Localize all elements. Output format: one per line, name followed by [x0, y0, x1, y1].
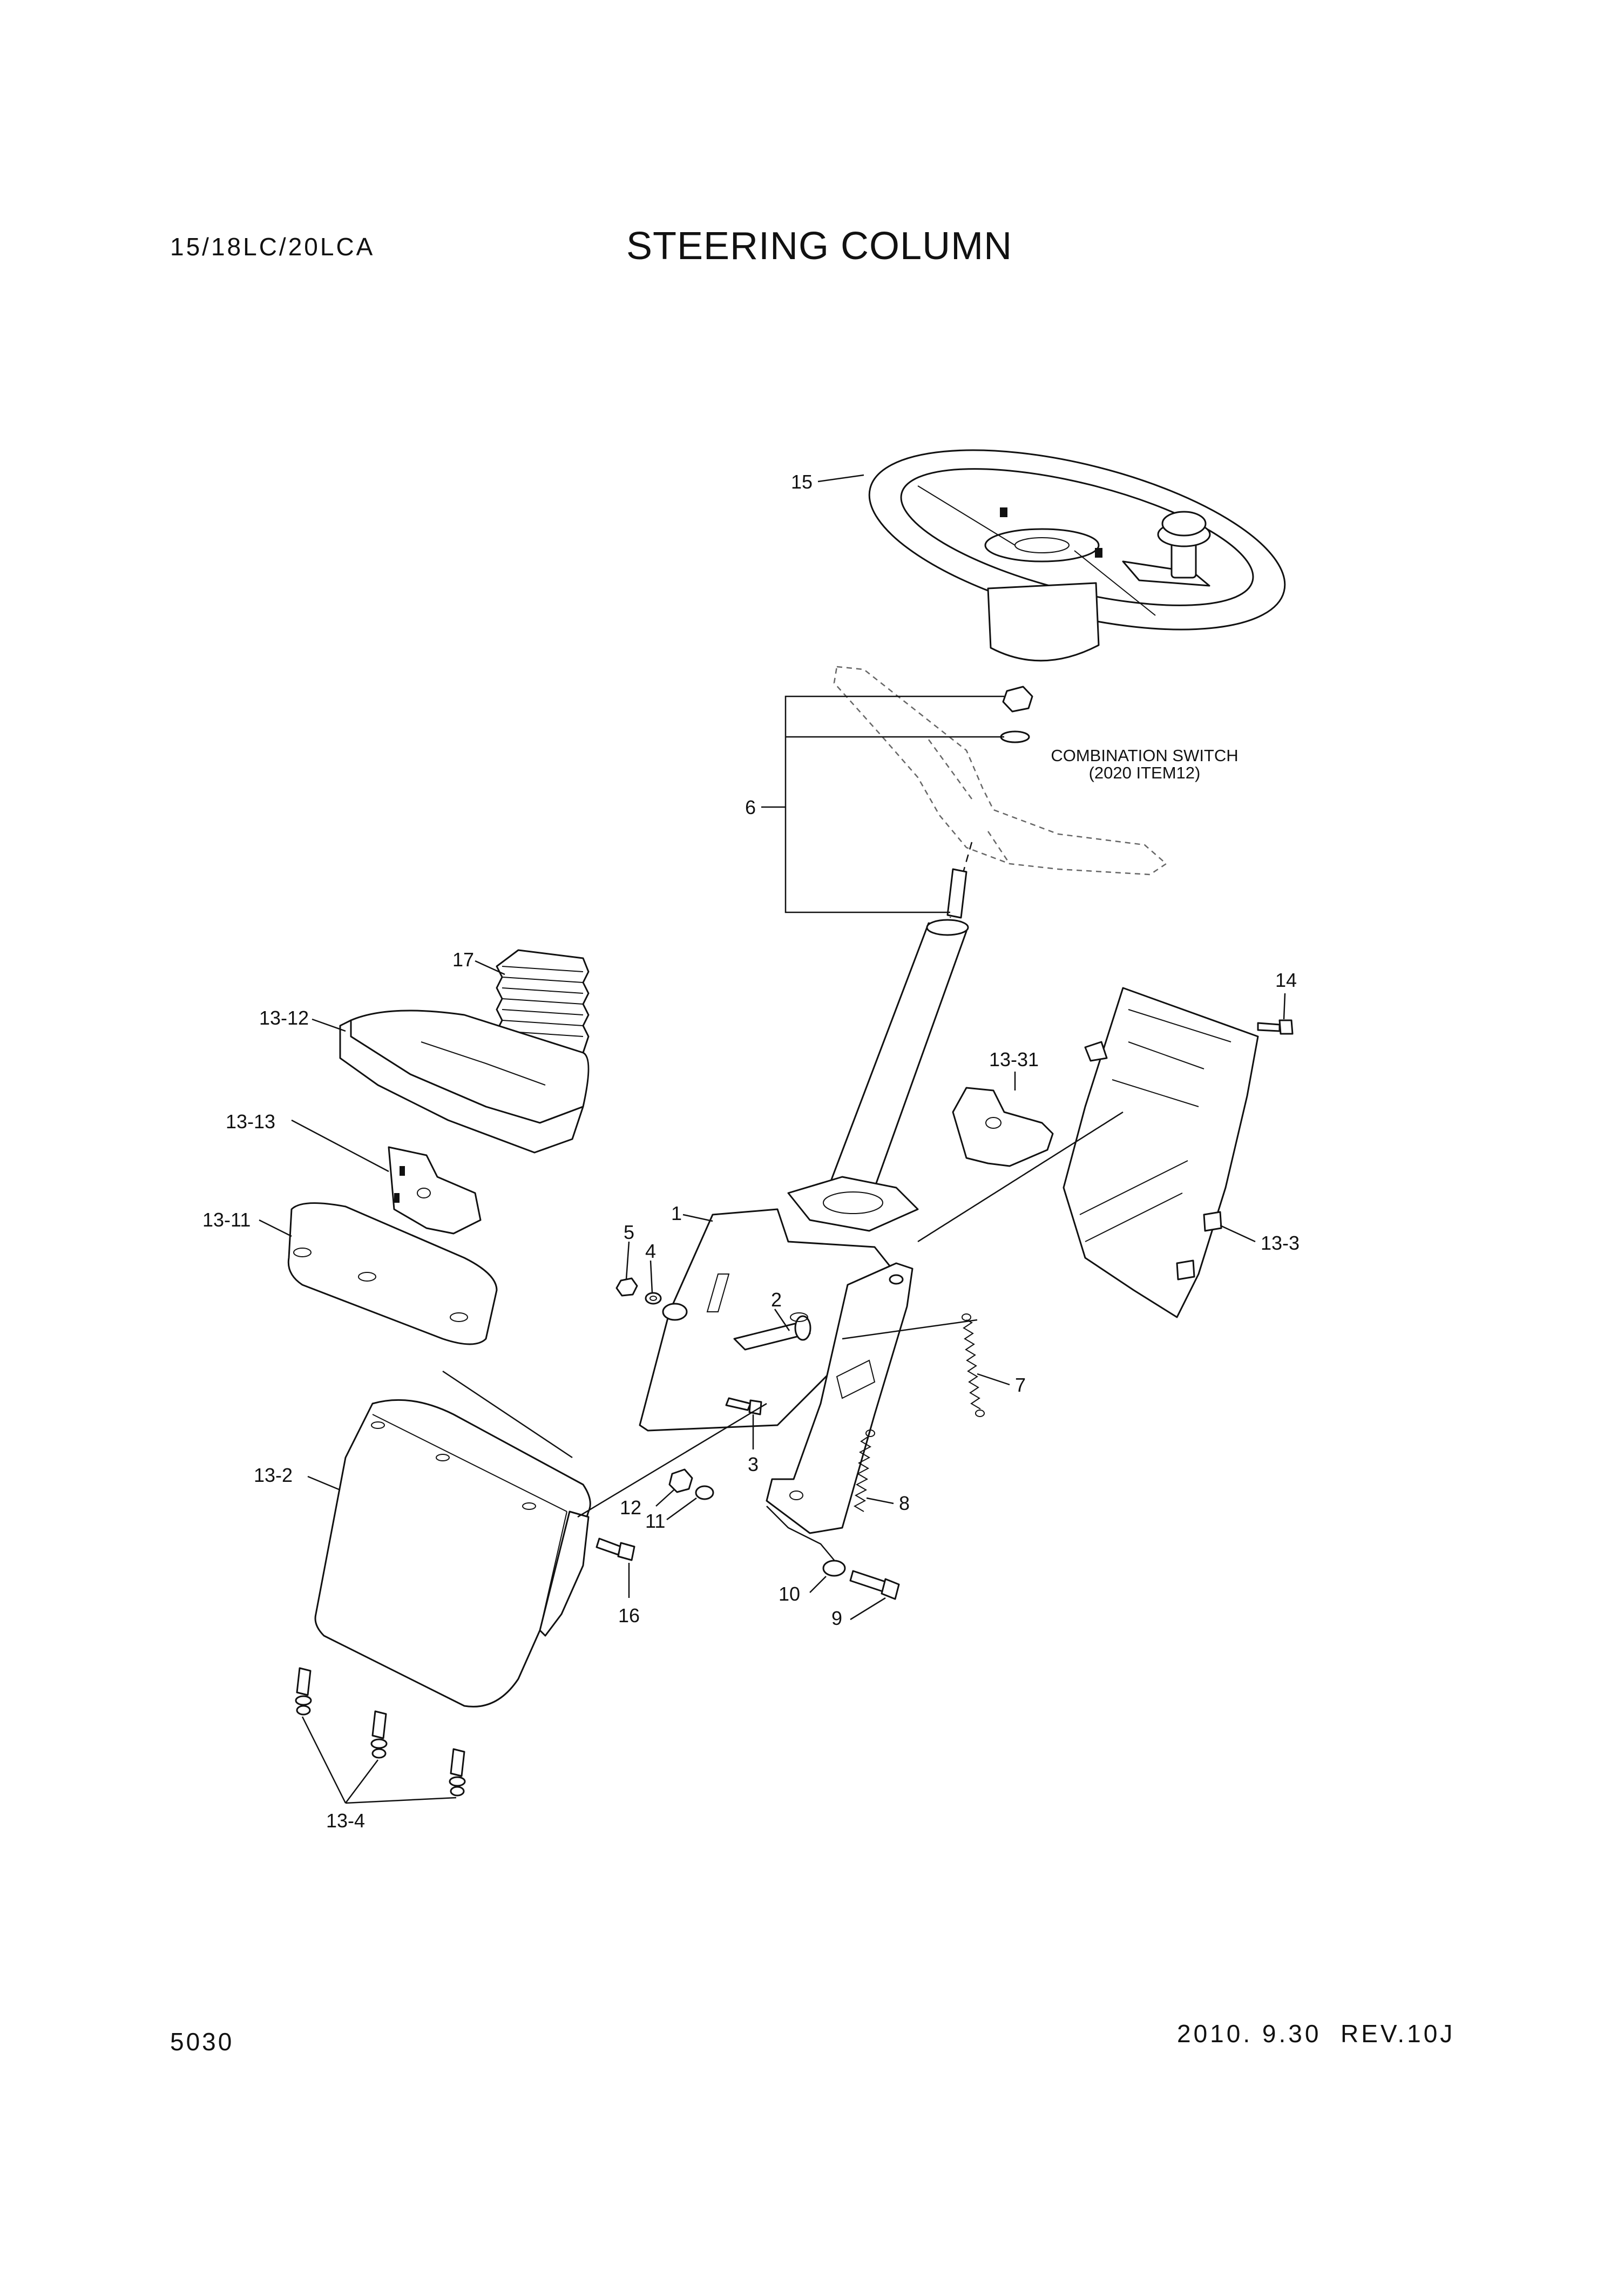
- tilt-plate: [766, 1262, 914, 1534]
- callout-1: 1: [671, 1202, 682, 1224]
- callout-13-12: 13-12: [259, 1007, 309, 1029]
- combination-switch-note: COMBINATION SWITCH: [1051, 746, 1238, 765]
- leader-lines: [259, 474, 1286, 1804]
- callout-10: 10: [779, 1583, 800, 1605]
- springs: [853, 1313, 985, 1512]
- callout-13-2: 13-2: [254, 1464, 293, 1486]
- callout-13-11: 13-11: [202, 1209, 251, 1231]
- callout-2: 2: [771, 1289, 782, 1311]
- column-bracket: [639, 1208, 897, 1432]
- callout-13-13: 13-13: [226, 1110, 275, 1133]
- combination-switch-reference: (2020 ITEM12): [1089, 763, 1201, 782]
- callout-6: 6: [745, 796, 756, 818]
- screws-13-4: [295, 1667, 466, 1797]
- combination-switch-outline: [833, 666, 1168, 876]
- callout-16: 16: [618, 1604, 640, 1627]
- clamp-13-13: [388, 1146, 482, 1235]
- callout-8: 8: [899, 1492, 910, 1514]
- callout-13-4: 13-4: [326, 1810, 365, 1832]
- upper-shroud: [339, 1010, 590, 1154]
- callout-11: 11: [645, 1510, 665, 1532]
- callout-15: 15: [791, 471, 813, 493]
- callout-12: 12: [620, 1496, 641, 1519]
- shaft-nut-and-washer: [1000, 686, 1033, 743]
- callout-17: 17: [452, 948, 474, 971]
- page-title: STEERING COLUMN: [626, 225, 1013, 268]
- model-code: 15/18LC/20LCA: [170, 233, 375, 261]
- steering-wheel: [868, 449, 1286, 662]
- page-number: 5030: [170, 2028, 234, 2056]
- callout-13-3: 13-3: [1261, 1232, 1300, 1254]
- callout-5: 5: [624, 1221, 634, 1243]
- revision-date: 2010. 9.30 REV.10J: [1177, 2020, 1456, 2048]
- rear-cover: [1063, 987, 1259, 1318]
- steering-column: [787, 868, 969, 1232]
- callout-9: 9: [831, 1607, 842, 1629]
- clamp-13-31: [952, 1087, 1054, 1167]
- callout-4: 4: [645, 1240, 656, 1262]
- small-hardware: [596, 1019, 1294, 1600]
- lower-shroud-ring: [287, 1202, 498, 1345]
- front-cover: [314, 1399, 591, 1708]
- callout-13-31: 13-31: [989, 1048, 1039, 1071]
- callout-7: 7: [1015, 1374, 1026, 1396]
- callout-3: 3: [748, 1453, 759, 1475]
- callout-14: 14: [1275, 969, 1297, 991]
